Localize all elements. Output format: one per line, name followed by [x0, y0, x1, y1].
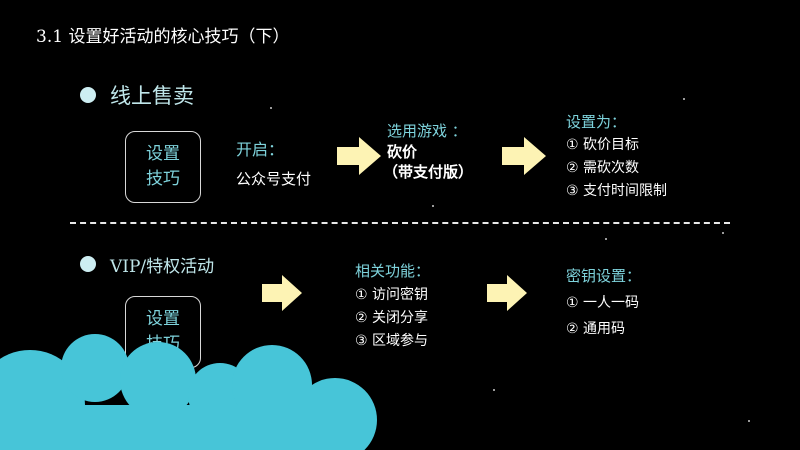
star-icon	[683, 98, 685, 100]
star-icon	[493, 389, 495, 391]
list-item: ① 一人一码	[566, 295, 640, 311]
arrow-right-icon	[337, 137, 381, 175]
section2-box-line1: 设置	[146, 309, 180, 329]
set-list: ① 砍价目标 ② 需砍次数 ③ 支付时间限制	[566, 134, 667, 203]
func-label: 相关功能：	[355, 262, 431, 280]
section1-box-line2: 技巧	[146, 169, 180, 189]
arrow-right-icon	[262, 275, 302, 311]
star-icon	[432, 205, 434, 207]
section1-tip-box: 设置 技巧	[125, 131, 201, 203]
star-icon	[722, 232, 724, 234]
key-label: 密钥设置：	[566, 267, 642, 285]
select-value-game: 砍价	[387, 143, 418, 161]
open-label: 开启：	[236, 140, 285, 159]
star-icon	[605, 238, 607, 240]
star-icon	[270, 107, 272, 109]
list-item: ③ 支付时间限制	[566, 183, 668, 199]
list-item: ③ 区域参与	[355, 333, 429, 349]
select-value-version: （带支付版）	[383, 163, 474, 181]
star-icon	[748, 420, 750, 422]
arrow-right-icon	[502, 137, 546, 175]
section1-heading: 线上售卖	[110, 84, 194, 108]
select-label: 选用游戏 ：	[387, 122, 467, 140]
func-list: ① 访问密钥 ② 关闭分享 ③ 区域参与	[355, 284, 428, 353]
open-value: 公众号支付	[236, 170, 312, 188]
bullet-dot-icon	[80, 87, 96, 103]
section2-heading: VIP/特权活动	[110, 257, 215, 277]
list-item: ① 访问密钥	[355, 287, 429, 303]
section1-box-line1: 设置	[146, 144, 180, 164]
key-list: ① 一人一码 ② 通用码	[566, 290, 639, 342]
slide-title: 3.1 设置好活动的核心技巧（下）	[36, 27, 290, 47]
section-divider	[70, 222, 730, 224]
list-item: ② 通用码	[566, 321, 626, 337]
bullet-dot-icon	[80, 256, 96, 272]
list-item: ② 关闭分享	[355, 310, 429, 326]
list-item: ② 需砍次数	[566, 160, 640, 176]
arrow-right-icon	[487, 275, 527, 311]
set-label: 设置为：	[566, 113, 627, 131]
list-item: ① 砍价目标	[566, 137, 640, 153]
